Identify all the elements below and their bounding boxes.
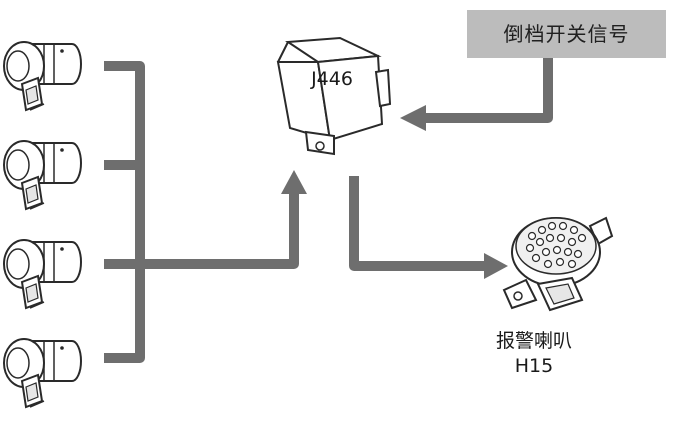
sensor-3	[3, 239, 82, 309]
sensor-4	[3, 338, 82, 408]
buzzer-h15	[502, 216, 614, 312]
control-module-label: J446	[311, 68, 353, 90]
sensor-1	[3, 41, 82, 111]
sensor-2	[3, 140, 82, 210]
module-to-buzzer-arrow	[349, 176, 508, 279]
sensor-bus-line	[104, 61, 145, 363]
buzzer-code-label: H15	[514, 355, 554, 377]
reverse-switch-signal-box: 倒档开关信号	[467, 10, 666, 58]
control-module-j446	[276, 36, 392, 156]
buzzer-name-label: 报警喇叭	[495, 330, 572, 352]
bus-to-module-arrow	[140, 170, 307, 269]
reverse-signal-arrow	[400, 58, 553, 131]
